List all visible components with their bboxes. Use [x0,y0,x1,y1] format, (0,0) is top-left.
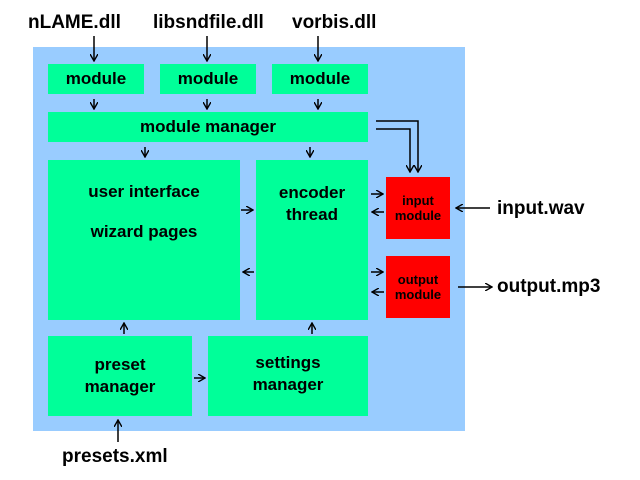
settings-manager-label: manager [252,375,324,394]
settings-manager-box: settings manager [208,336,368,416]
module-label: module [177,69,239,88]
module-label: module [65,69,127,88]
module-manager-box: module manager [48,112,368,142]
output-module-line2: module [394,287,442,302]
module-box-2: module [160,64,256,94]
settings-label: settings [255,353,321,372]
presets-xml-label: presets.xml [62,446,168,467]
output-module-line1: output [397,272,439,287]
wizard-pages-label: wizard pages [90,222,198,241]
input-wav-label: input.wav [497,198,585,219]
input-module-line1: input [402,193,434,208]
module-label: module [289,69,351,88]
arrow-manager-to-input-b [376,128,410,172]
encoder-label: encoder [278,183,346,202]
module-box-1: module [48,64,144,94]
encoder-thread-box: encoder thread [256,160,368,320]
arrow-manager-to-input-a [376,120,418,172]
user-interface-box: user interface wizard pages [48,160,240,320]
module-box-3: module [272,64,368,94]
libsndfile-dll-label: libsndfile.dll [153,12,264,33]
module-manager-label: module manager [139,117,277,136]
output-module-box: output module [386,256,450,318]
vorbis-dll-label: vorbis.dll [292,12,377,33]
preset-label: preset [94,355,146,374]
nlame-dll-label: nLAME.dll [28,12,121,33]
thread-label: thread [286,205,338,224]
user-interface-label: user interface [88,182,200,201]
preset-manager-label: manager [84,377,156,396]
output-mp3-label: output.mp3 [497,276,601,297]
input-module-box: input module [386,177,450,239]
preset-manager-box: preset manager [48,336,192,416]
input-module-line2: module [394,208,442,223]
